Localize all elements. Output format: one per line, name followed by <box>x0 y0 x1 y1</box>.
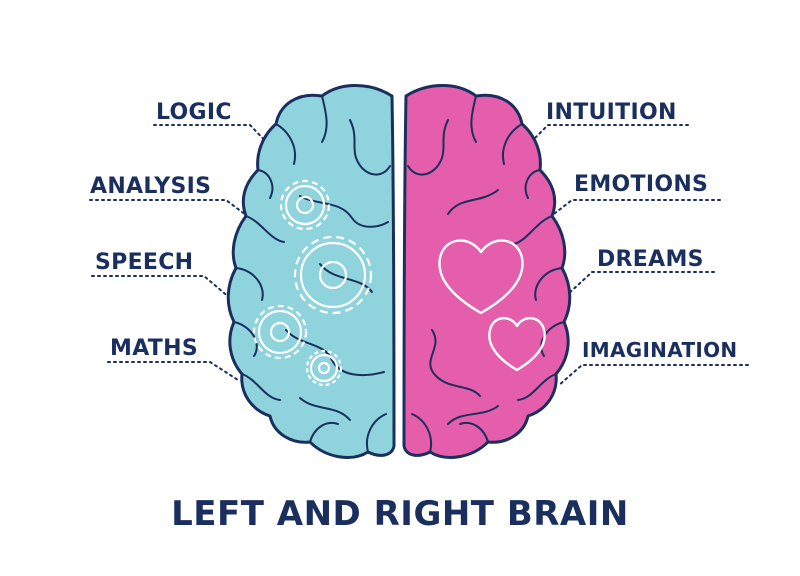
gear-icon <box>305 349 343 387</box>
leader-analysis <box>89 199 251 219</box>
leader-intuition <box>524 124 689 149</box>
label-analysis: ANALYSIS <box>90 174 212 199</box>
diagram-title: LEFT AND RIGHT BRAIN <box>171 494 629 534</box>
leader-emotions <box>545 199 721 221</box>
gear-icons <box>252 179 373 387</box>
heart-icons <box>438 239 546 372</box>
leader-maths <box>107 361 239 381</box>
label-speech: SPEECH <box>95 250 194 275</box>
heart-icon <box>488 317 546 372</box>
leader-speech <box>91 275 231 299</box>
left-hemisphere <box>226 84 396 459</box>
label-imagination: IMAGINATION <box>582 338 738 362</box>
label-maths: MATHS <box>110 336 198 361</box>
label-emotions: EMOTIONS <box>574 172 709 197</box>
label-dreams: DREAMS <box>597 247 704 272</box>
leader-logic <box>153 124 273 149</box>
heart-icon <box>438 239 524 315</box>
gear-icon <box>252 304 308 360</box>
gear-icon <box>293 235 373 315</box>
gear-icon <box>279 179 331 231</box>
label-intuition: INTUITION <box>546 100 677 125</box>
label-logic: LOGIC <box>156 100 232 125</box>
right-hemisphere <box>402 84 572 459</box>
leader-dreams <box>565 271 715 297</box>
leader-imagination <box>557 364 749 387</box>
